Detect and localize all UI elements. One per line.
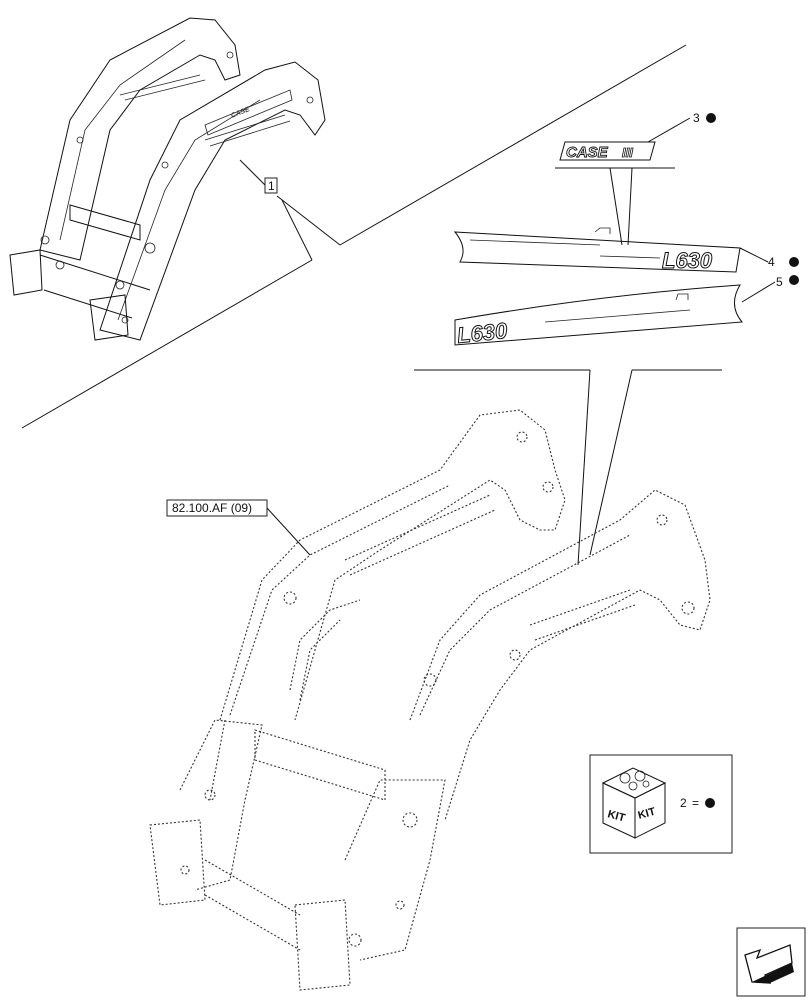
l630-decal-left-text: L630 [456, 318, 509, 348]
case-decal-suffix: III [622, 145, 633, 160]
kit-label-right: KIT [637, 806, 657, 822]
navigation-arrow-icon[interactable] [736, 927, 806, 997]
large-loader-drawing [149, 409, 711, 991]
kit-legend-bullet-icon [705, 798, 715, 808]
kit-legend-number: 2 [680, 796, 687, 810]
l630-decal-right-text: L630 [662, 248, 713, 273]
small-loader-drawing: CASE [9, 17, 326, 341]
l630-decal-right: L630 [453, 227, 741, 274]
decal-pointer-right [589, 369, 633, 556]
case-decal-text: CASE [566, 144, 609, 161]
callout-1[interactable]: 1 [264, 177, 278, 194]
callout-3-leader [647, 117, 691, 143]
callout-1-leader-lower [276, 195, 341, 246]
separator-line-upper [339, 44, 687, 246]
separator-line-lower [21, 259, 313, 429]
l630-decal-left: L630 [454, 284, 743, 348]
callout-4-leader [739, 247, 769, 263]
callout-5-bullet-icon [789, 275, 799, 285]
kit-box-icon: KIT KIT [601, 767, 667, 839]
reference-leader [266, 507, 311, 556]
kit-label-left: KIT [606, 808, 626, 824]
callout-1-label: 1 [268, 179, 275, 193]
callout-5-label: 5 [776, 275, 783, 289]
reference-label-text: 82.100.AF (09) [172, 501, 252, 515]
callout-3-label: 3 [693, 111, 700, 125]
callout-4-label: 4 [768, 255, 775, 269]
callout-1-leader [239, 159, 266, 186]
callout-5-leader [741, 281, 776, 303]
case-decal-pointer-a [609, 167, 623, 246]
svg-text:CASE: CASE [230, 106, 251, 120]
callout-1-leader-right [281, 199, 313, 261]
callout-4-bullet-icon [789, 257, 799, 267]
reference-label[interactable]: 82.100.AF (09) [166, 499, 268, 517]
kit-legend-equals: = [692, 796, 699, 810]
decal-pointer-left [577, 369, 591, 566]
callout-3-bullet-icon [706, 113, 716, 123]
kit-legend: KIT KIT 2 = [589, 754, 733, 854]
case-decal-pointer-b [627, 167, 633, 246]
case-decal: CASE III [559, 141, 656, 161]
